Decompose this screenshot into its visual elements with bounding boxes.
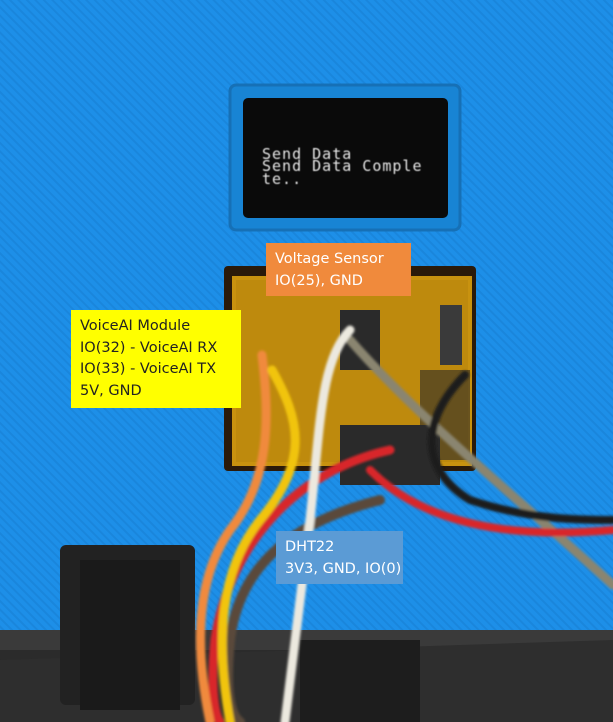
voltage-sensor-label: Voltage Sensor IO(25), GND bbox=[266, 243, 411, 296]
oled-line-1: Send Data bbox=[262, 145, 353, 163]
voiceai-module-title: VoiceAI Module bbox=[80, 318, 191, 334]
wire-orange bbox=[195, 350, 271, 722]
wire-gray-thick bbox=[345, 335, 613, 590]
wire-red bbox=[366, 466, 613, 537]
dht22-label: DHT22 3V3, GND, IO(0) bbox=[276, 531, 403, 584]
oled-line-3: te.. bbox=[262, 170, 303, 188]
wire-white bbox=[280, 325, 355, 722]
voiceai-power-pins: 5V, GND bbox=[80, 382, 142, 399]
dht22-title: DHT22 bbox=[285, 539, 335, 555]
voltage-sensor-title: Voltage Sensor bbox=[275, 251, 384, 267]
wire-black bbox=[427, 371, 613, 524]
voiceai-rx-pin: IO(32) - VoiceAI RX bbox=[80, 339, 218, 356]
wire-yellow bbox=[217, 365, 300, 722]
voltage-sensor-pins: IO(25), GND bbox=[275, 272, 363, 289]
oled-line-2: Send Data Comple bbox=[262, 157, 423, 175]
voiceai-tx-pin: IO(33) - VoiceAI TX bbox=[80, 361, 217, 377]
dht22-pins: 3V3, GND, IO(0) bbox=[285, 560, 402, 577]
voiceai-module-label: VoiceAI Module IO(32) - VoiceAI RX IO(33… bbox=[71, 310, 241, 408]
oled-screen bbox=[243, 98, 448, 218]
